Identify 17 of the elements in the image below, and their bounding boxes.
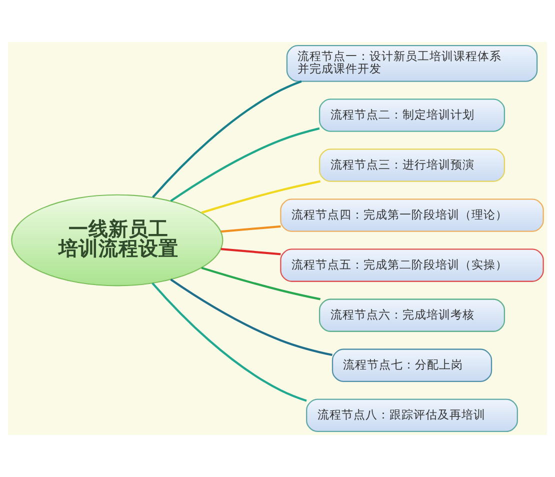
node-box: 流程节点五：完成第二阶段培训（实操） [280, 248, 544, 282]
node-box: 流程节点六：完成培训考核 [318, 298, 506, 332]
connector [170, 127, 320, 202]
node-box: 流程节点四：完成第一阶段培训（理论） [280, 198, 544, 232]
node-box: 流程节点七：分配上岗 [332, 348, 492, 382]
connector [220, 225, 281, 233]
connector [170, 278, 332, 356]
connector [201, 266, 321, 300]
connector [152, 80, 302, 198]
node-ellipse: 一线新员工培训流程设置 [11, 194, 224, 286]
connector [152, 282, 307, 402]
node-box: 流程节点二：制定培训计划 [318, 98, 506, 132]
node-box: 流程节点三：进行培训预演 [318, 148, 506, 182]
node-box: 流程节点一：设计新员工培训课程体系并完成课件开发 [286, 45, 538, 82]
node-box: 流程节点八：跟踪评估及再培训 [306, 398, 518, 432]
connector [220, 248, 281, 256]
connector [201, 180, 321, 214]
